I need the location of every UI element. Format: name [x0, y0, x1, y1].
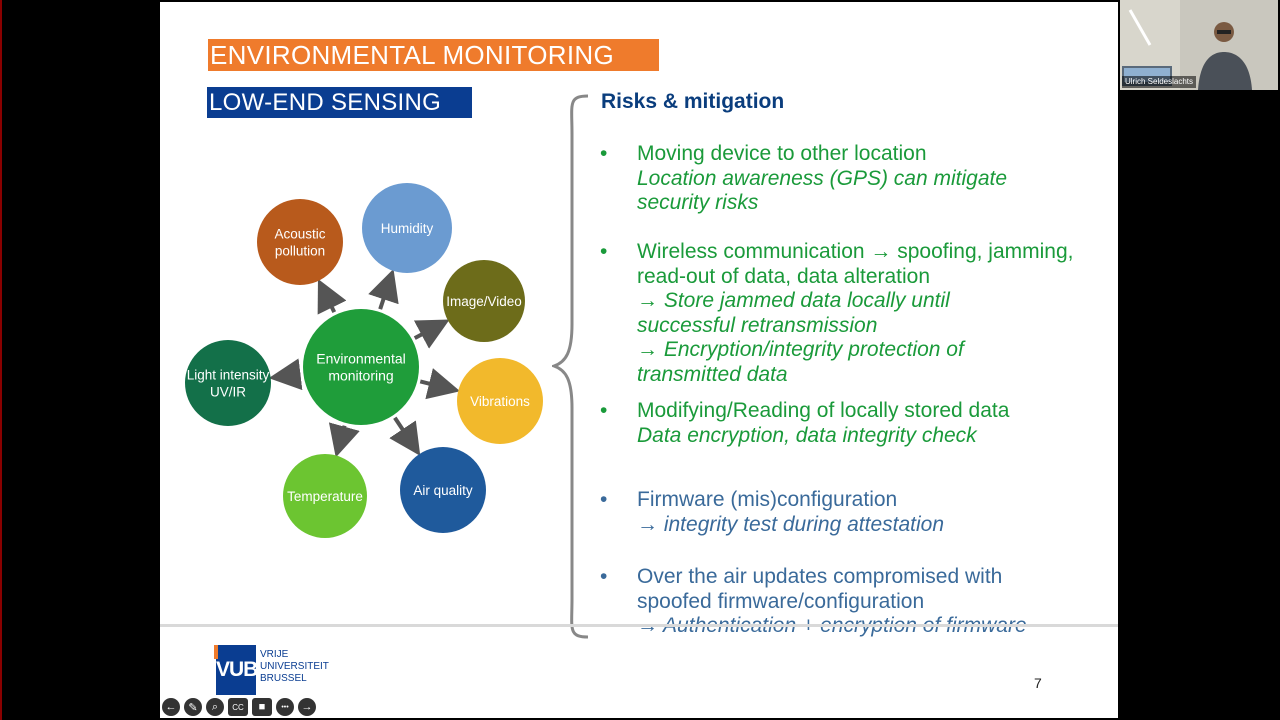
risk-mitigation: → integrity test during attestation — [637, 512, 944, 536]
diagram-node-air-quality: Air quality — [400, 447, 486, 533]
forward-icon[interactable]: → — [298, 698, 316, 716]
participant-video[interactable] — [1120, 0, 1278, 90]
diagram-node-temperature-label: Temperature — [287, 489, 363, 504]
curly-brace — [552, 94, 589, 639]
bullet-icon: • — [600, 240, 608, 263]
diagram-node-image-video: Image/Video — [443, 260, 525, 342]
captions-icon[interactable]: CC — [228, 698, 248, 716]
diagram-node-humidity-label: Humidity — [381, 221, 434, 236]
bullet-icon: • — [600, 565, 608, 588]
diagram-node-acoustic-label: Acoustic — [274, 227, 325, 242]
footer-divider — [160, 624, 1118, 627]
diagram-node-light-intensity-label: UV/IR — [210, 385, 246, 400]
risk-mitigation: Location awareness (GPS) can mitigate — [637, 166, 1008, 190]
more-icon[interactable]: ••• — [276, 698, 294, 716]
risk-mitigation: transmitted data — [637, 362, 788, 386]
slide-title: ENVIRONMENTAL MONITORING — [208, 39, 659, 71]
risk-title: Moving device to other location — [637, 142, 927, 165]
bullet-icon: • — [600, 142, 608, 165]
presentation-toolbar: ← ✎ ⌕ CC ■ ••• → — [162, 698, 316, 716]
diagram-node-vibrations: Vibrations — [457, 358, 543, 444]
video-icon[interactable]: ■ — [252, 698, 272, 716]
diagram-center-node-label: monitoring — [328, 368, 393, 384]
risk-mitigation: Data encryption, data integrity check — [637, 423, 977, 447]
diagram-node-image-video-label: Image/Video — [446, 294, 522, 309]
zoom-icon[interactable]: ⌕ — [206, 698, 224, 716]
back-icon[interactable]: ← — [162, 698, 180, 716]
diagram-node-acoustic-label: pollution — [275, 244, 325, 259]
risk-title: Wireless communication → spoofing, jammi… — [637, 240, 1074, 288]
diagram-arrow — [368, 268, 399, 310]
bullet-icon: • — [600, 399, 608, 422]
diagram-node-light-intensity-label: Light intensity — [187, 368, 270, 383]
diagram-node-humidity: Humidity — [362, 183, 452, 273]
university-name: VRIJE UNIVERSITEIT BRUSSEL — [260, 649, 329, 684]
risk-mitigation: → Encryption/integrity protection of — [637, 338, 964, 361]
page-number: 7 — [1034, 675, 1042, 691]
diagram-arrow — [268, 358, 303, 391]
window-edge — [0, 0, 2, 720]
risks-heading: Risks & mitigation — [601, 90, 785, 113]
risk-mitigation: successful retransmission — [637, 313, 878, 337]
logo-accent — [214, 645, 218, 659]
bullet-icon: • — [600, 488, 608, 511]
risk-title: Firmware (mis)configuration — [637, 488, 898, 511]
diagram-node-temperature: Temperature — [283, 454, 367, 538]
diagram-arrow — [419, 368, 461, 400]
diagram-arrow — [389, 416, 421, 456]
participant-video-feed — [1120, 0, 1278, 90]
diagram-arrow — [317, 278, 347, 315]
presentation-slide: ENVIRONMENTAL MONITORING LOW-END SENSING… — [160, 2, 1118, 718]
monitoring-diagram: Acoustic pollution HumidityImage/VideoVibr… — [185, 183, 543, 538]
diagram-arrow — [328, 422, 360, 458]
diagram-node-acoustic: Acoustic pollution — [257, 199, 343, 285]
diagram-node-vibrations-label: Vibrations — [470, 394, 530, 409]
diagram-center-node-label: Environmental — [316, 351, 406, 367]
diagram-node-air-quality-label: Air quality — [413, 483, 473, 498]
diagram-arrow — [413, 319, 450, 349]
risk-title: Over the air updates compromised with sp… — [637, 565, 1003, 613]
risk-title: Modifying/Reading of locally stored data — [637, 399, 1010, 422]
pen-icon[interactable]: ✎ — [184, 698, 202, 716]
risk-mitigation: security risks — [637, 191, 759, 214]
risk-mitigation: → Store jammed data locally until — [637, 289, 950, 312]
participant-name: Ulrich Seldeslachts — [1122, 76, 1197, 88]
vub-logo: VUB — [216, 645, 258, 695]
slide-subtitle: LOW-END SENSING — [207, 87, 472, 118]
